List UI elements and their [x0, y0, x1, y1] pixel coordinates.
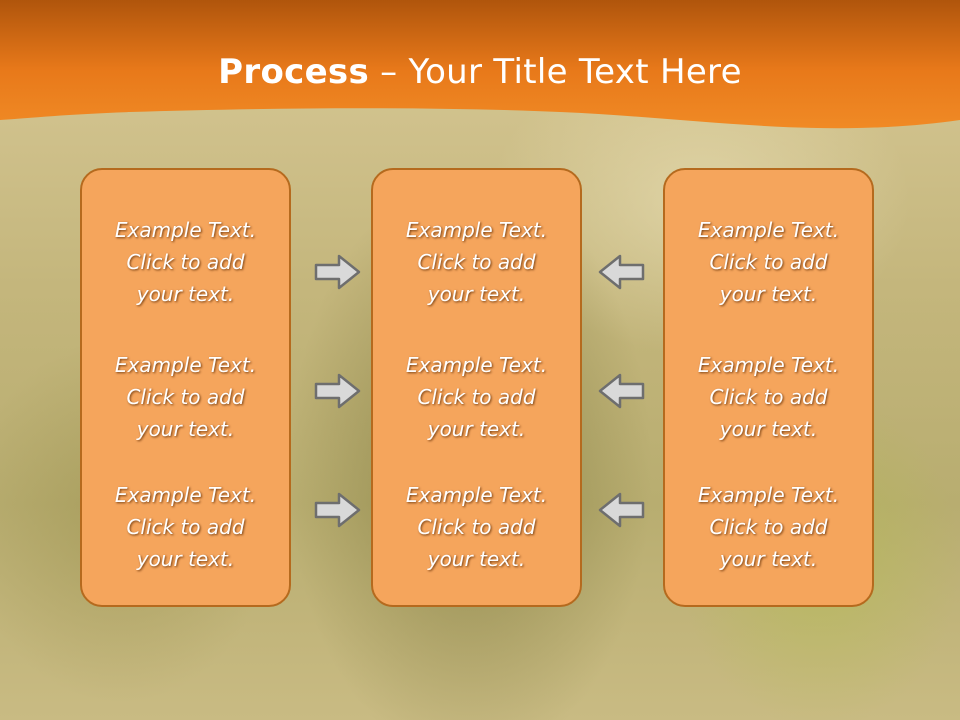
text-cell[interactable]: Example Text. Click to add your text.	[114, 353, 257, 441]
arrow-left-icon	[598, 373, 645, 409]
text-cell[interactable]: Example Text. Click to add your text.	[405, 483, 548, 571]
arrow-right-icon	[314, 492, 361, 528]
text-cell[interactable]: Example Text. Click to add your text.	[114, 483, 257, 571]
text-cell[interactable]: Example Text. Click to add your text.	[697, 218, 840, 306]
text-cell[interactable]: Example Text. Click to add your text.	[697, 483, 840, 571]
slide-title[interactable]: Process – Your Title Text Here	[0, 52, 960, 92]
text-cell[interactable]: Example Text. Click to add your text.	[114, 218, 257, 306]
text-box-right[interactable]: Example Text. Click to add your text. Ex…	[663, 168, 874, 607]
text-box-center[interactable]: Example Text. Click to add your text. Ex…	[371, 168, 582, 607]
arrow-right-icon	[314, 254, 361, 290]
header-band	[0, 0, 960, 129]
text-cell[interactable]: Example Text. Click to add your text.	[405, 353, 548, 441]
arrow-right-icon	[314, 373, 361, 409]
title-bold: Process	[218, 52, 370, 92]
arrow-left-icon	[598, 254, 645, 290]
arrow-left-icon	[598, 492, 645, 528]
text-box-left[interactable]: Example Text. Click to add your text. Ex…	[80, 168, 291, 607]
title-rest: – Your Title Text Here	[369, 52, 742, 92]
text-cell[interactable]: Example Text. Click to add your text.	[697, 353, 840, 441]
text-cell[interactable]: Example Text. Click to add your text.	[405, 218, 548, 306]
